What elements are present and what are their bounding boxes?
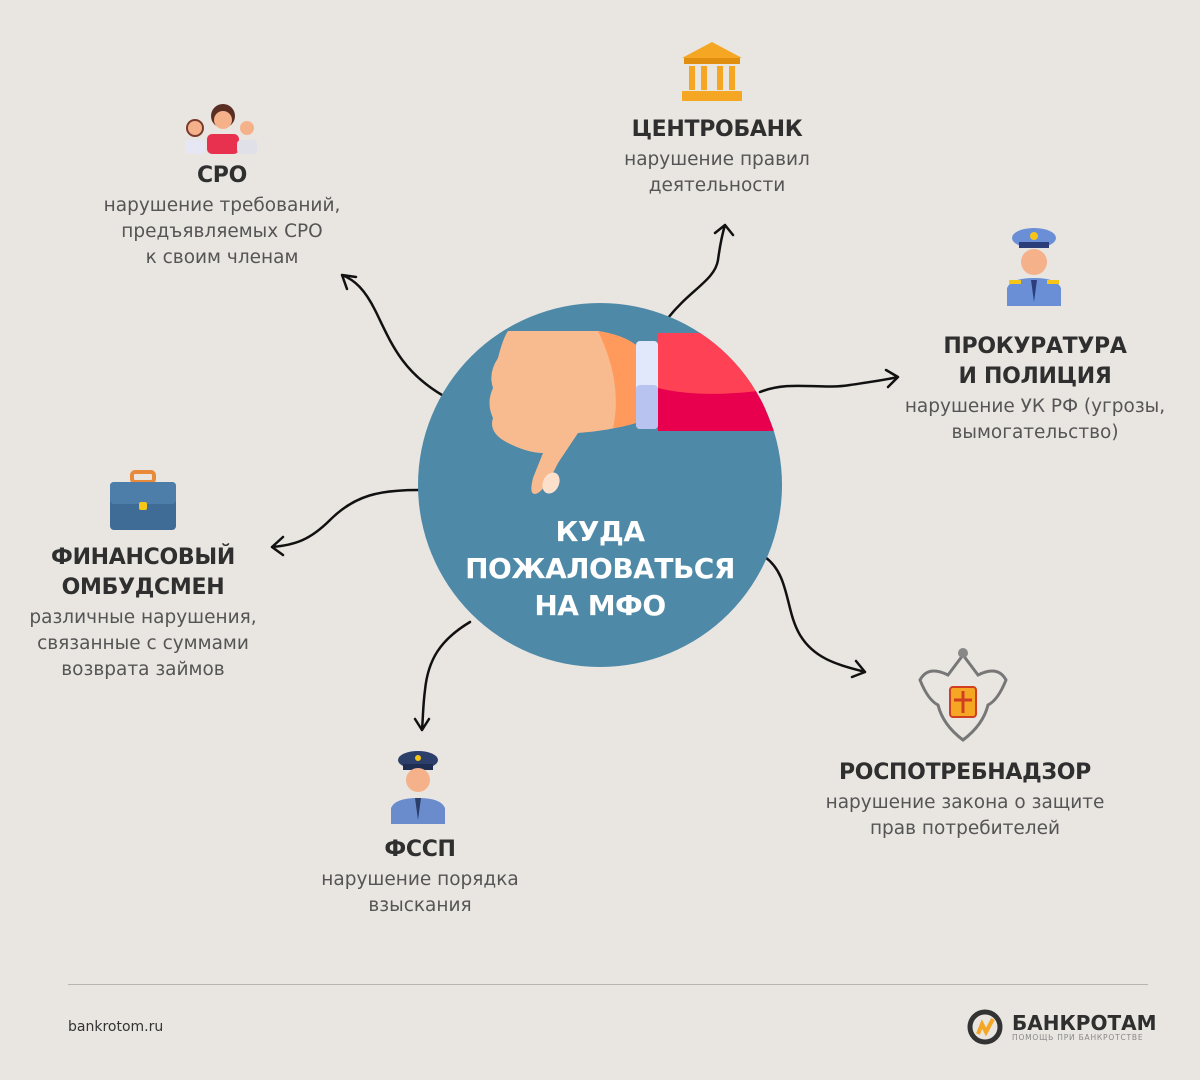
arrow-cb: [666, 223, 735, 320]
center-title: КУДА ПОЖАЛОВАТЬСЯ НА МФО: [418, 513, 782, 624]
arrow-fin: [270, 488, 420, 557]
brand-logo: БАНКРОТАМ ПОМОЩЬ ПРИ БАНКРОТСТВЕ: [966, 1008, 1157, 1046]
coat-of-arms-icon: [918, 648, 1008, 742]
item-title: ЦЕНТРОБАНК: [631, 117, 803, 142]
title-line: НА МФО: [534, 589, 666, 622]
center-circle: КУДА ПОЖАЛОВАТЬСЯ НА МФО: [418, 303, 782, 667]
people-icon: [185, 104, 257, 154]
briefcase-icon: [110, 470, 176, 530]
footer-divider: [68, 984, 1148, 985]
item-sro: СРО нарушение требований,предъявляемых С…: [12, 161, 432, 271]
bailiff-icon: [391, 751, 445, 824]
logo-icon: [967, 1009, 1003, 1045]
site-link[interactable]: bankrotom.ru: [68, 1019, 164, 1035]
title-line: КУДА: [555, 515, 645, 548]
arrow-prok: [758, 368, 900, 394]
item-title: ФССП: [384, 837, 456, 862]
thumbs-down-icon: [489, 331, 774, 494]
item-desc: нарушение УК РФ (угрозы,вымогательство): [904, 396, 1166, 443]
police-officer-icon: [1007, 228, 1061, 306]
item-title: СРО: [196, 163, 248, 188]
arrow-fssp: [413, 620, 472, 732]
item-rospotrebnadzor: РОСПОТРЕБНАДЗОР нарушение закона о защит…: [755, 758, 1175, 842]
arrow-sro: [340, 273, 444, 397]
title-line: ПОЖАЛОВАТЬСЯ: [465, 552, 735, 585]
arrow-rpn: [763, 555, 867, 679]
bank-building-icon: [682, 42, 742, 101]
item-title: РОСПОТРЕБНАДЗОР: [838, 760, 1091, 785]
